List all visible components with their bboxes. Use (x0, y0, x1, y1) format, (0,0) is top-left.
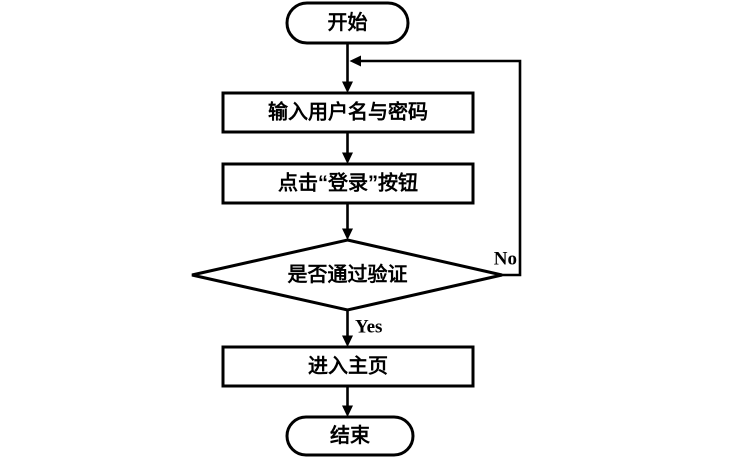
start-node (285, 1, 410, 45)
verify-decision-node (191, 238, 503, 312)
yes-branch-label: Yes (355, 317, 382, 338)
arrowhead-no-loop (349, 55, 361, 67)
verify-decision-label: 是否通过验证 (287, 262, 408, 286)
click-node-label: 点击“登录”按钮 (278, 171, 418, 195)
arrowhead-into-click (342, 152, 353, 164)
home-node-label: 进入主页 (308, 354, 388, 378)
no-branch-label: No (494, 249, 517, 270)
arrowhead-into-home (342, 335, 353, 347)
input-node (221, 91, 475, 134)
start-node-label: 开始 (328, 10, 368, 34)
end-node (285, 415, 415, 457)
home-node (221, 345, 475, 388)
input-node-label: 输入用户名与密码 (268, 100, 428, 124)
end-node-label: 结束 (330, 423, 371, 447)
click-node (221, 162, 475, 205)
arrowhead-into-input (342, 81, 353, 93)
edge-no-loop (361, 59, 522, 277)
arrowhead-into-end (342, 405, 353, 417)
arrowhead-into-verify (342, 228, 353, 240)
